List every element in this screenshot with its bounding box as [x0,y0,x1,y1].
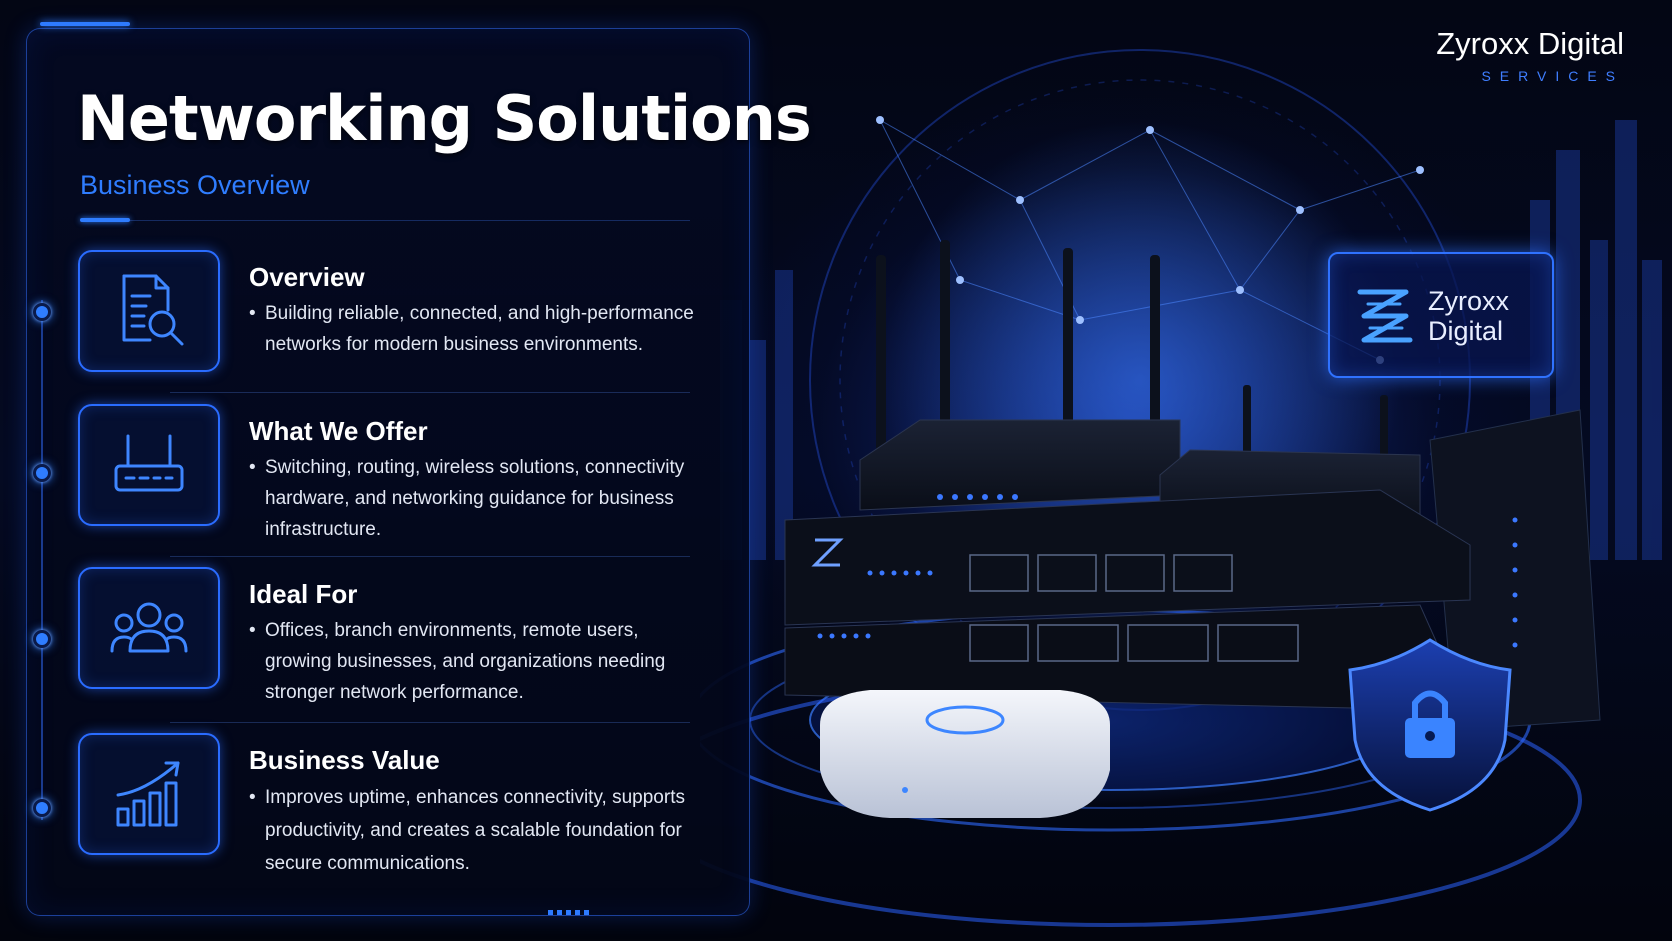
bullet: • [249,457,256,478]
section-title: Overview [249,262,365,292]
page-subtitle: Business Overview [80,170,310,200]
brand-tagline: SERVICES [1481,68,1624,84]
page-title: Networking Solutions [77,82,812,155]
section-divider [170,392,690,393]
section-description: Building reliable, connected, and high-p… [265,303,694,355]
logo-card-text: Zyroxx Digital [1428,286,1509,346]
section-text: • Building reliable, connected, and high… [249,298,709,360]
growth-chart-icon [78,733,220,855]
section-business-value: Business Value • Improves uptime, enhanc… [78,733,718,883]
bullet: • [249,303,256,324]
subtitle-rule [130,220,690,221]
section-title: Ideal For [249,579,358,609]
brand-lockup: Zyroxx Digital SERVICES [1436,26,1624,84]
logo-card-line2: Digital [1428,316,1504,346]
section-description: Offices, branch environments, remote use… [265,620,666,703]
section-what-we-offer: What We Offer • Switching, routing, wire… [78,404,718,544]
network-hardware-illustration [700,49,1662,927]
document-search-icon [78,250,220,372]
timeline-dot [33,799,51,817]
section-description: Improves uptime, enhances connectivity, … [265,787,685,874]
section-text: • Offices, branch environments, remote u… [249,615,709,708]
section-divider [170,722,690,723]
brand-name: Zyroxx Digital [1436,26,1624,61]
panel-accent-bottom [548,910,592,915]
timeline-dot [33,303,51,321]
section-title: What We Offer [249,416,428,446]
section-divider [170,556,690,557]
zyroxx-logo-icon [1357,289,1413,343]
panel-accent-top [40,22,130,26]
bullet: • [249,620,256,641]
users-group-icon [78,567,220,689]
section-title: Business Value [249,745,440,775]
section-overview: Overview • Building reliable, connected,… [78,250,718,380]
logo-card-line1: Zyroxx [1428,286,1509,316]
timeline-dot [33,464,51,482]
zyroxx-logo-card: Zyroxx Digital [1328,252,1554,378]
section-description: Switching, routing, wireless solutions, … [265,457,685,540]
subtitle-underline [80,218,130,222]
bullet: • [249,787,256,808]
section-ideal-for: Ideal For • Offices, branch environments… [78,567,718,707]
timeline-line [41,300,43,820]
router-icon [78,404,220,526]
timeline-dot [33,630,51,648]
section-text: • Improves uptime, enhances connectivity… [249,781,709,880]
section-text: • Switching, routing, wireless solutions… [249,452,709,545]
